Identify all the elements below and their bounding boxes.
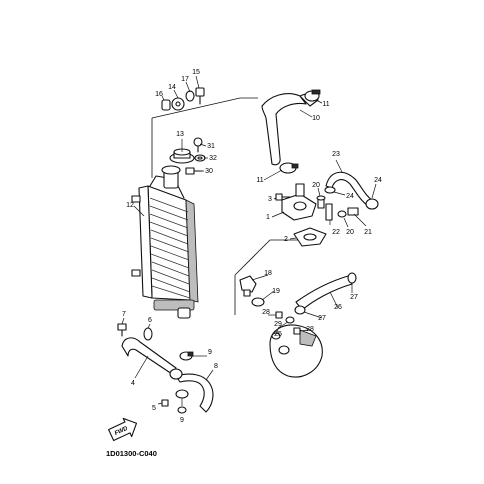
callout-18: 18: [264, 270, 272, 277]
callout-11-lower: 11: [256, 177, 263, 184]
thermostat-housing-1: [281, 183, 317, 221]
leader-lines: [121, 75, 377, 406]
gasket-2: [293, 227, 327, 247]
callout-19: 19: [272, 288, 280, 295]
clamp-lower-left: [169, 368, 183, 380]
callout-26: 26: [334, 304, 342, 311]
hose-4: [121, 337, 177, 375]
diagram-code: 1D01300-C040: [106, 449, 157, 458]
callout-9-upper: 9: [208, 349, 212, 356]
bolt-31: [193, 137, 203, 153]
fitting-20-upper: [316, 195, 326, 209]
clamp-11-upper: [304, 89, 321, 102]
fitting-22: [325, 203, 333, 221]
clamp-27-lower: [294, 305, 306, 315]
clamp-11-lower: [279, 162, 299, 174]
washer-17: [185, 90, 195, 102]
clamp-24-left: [324, 186, 336, 194]
bolt-5: [161, 399, 169, 407]
bolt-15: [195, 87, 205, 105]
callout-16: 16: [155, 91, 163, 98]
callout-28-left: 28: [262, 309, 270, 316]
callout-21: 21: [364, 229, 372, 236]
collar-16: [161, 99, 171, 111]
callout-17: 17: [181, 76, 189, 83]
radiator-filler-neck: [161, 165, 181, 189]
clamp-24-right: [365, 198, 379, 210]
callout-29: 29: [274, 321, 282, 328]
grommet-14: [171, 97, 185, 111]
callout-31: 31: [207, 143, 215, 150]
bracket-frame: [151, 97, 300, 315]
washer-25: [271, 332, 281, 340]
callouts: 1 2 3 4 5 6 7 8 9 9 10 11 11 12 13 14 15…: [122, 69, 382, 424]
callout-11-upper: 11: [322, 101, 329, 108]
bolt-28-upper: [275, 311, 283, 319]
clamp-27-upper: [347, 272, 357, 284]
callout-27-right: 27: [350, 294, 358, 301]
callout-24-mid: 24: [346, 193, 354, 200]
o-ring-19: [251, 297, 265, 307]
callout-2: 2: [284, 236, 288, 243]
bolt-28-lower: [293, 327, 301, 335]
callout-30: 30: [205, 168, 213, 175]
hose-10: [261, 93, 319, 166]
bolt-7: [117, 323, 127, 337]
washer-32: [194, 154, 206, 162]
radiator: [131, 175, 199, 319]
washer-29: [285, 316, 295, 324]
callout-6: 6: [148, 317, 152, 324]
callout-7: 7: [122, 311, 126, 318]
washer-9-lower: [177, 406, 187, 414]
o-ring-6: [143, 327, 153, 341]
callout-22: 22: [332, 229, 340, 236]
fwd-label: FWD: [114, 426, 130, 437]
callout-8: 8: [214, 363, 218, 370]
callout-27-mid: 27: [318, 315, 326, 322]
bolt-21: [347, 207, 359, 216]
bolt-3: [275, 193, 291, 201]
callout-24-right: 24: [374, 177, 382, 184]
callout-20-upper: 20: [312, 182, 320, 189]
callout-10: 10: [312, 115, 320, 122]
callout-28-right: 28: [306, 326, 314, 333]
callout-1: 1: [266, 214, 270, 221]
fitting-18: [239, 275, 257, 297]
fwd-arrow: FWD: [108, 417, 138, 442]
water-pump-cover: [269, 324, 323, 378]
callout-20-lower: 20: [346, 229, 354, 236]
hose-26: [295, 275, 353, 311]
radiator-cap: [169, 148, 195, 164]
clamp-9-lower: [175, 389, 189, 399]
callout-9-lower: 9: [180, 417, 184, 424]
callout-4: 4: [131, 380, 135, 387]
clamp-9-upper: [179, 351, 194, 361]
fitting-20-lower: [337, 210, 347, 218]
callout-12: 12: [126, 202, 134, 209]
callout-15: 15: [192, 69, 200, 76]
callout-14: 14: [168, 84, 176, 91]
callout-5: 5: [152, 405, 156, 412]
radiator-fins: [149, 197, 191, 299]
callout-3: 3: [268, 196, 272, 203]
hose-8: [175, 373, 214, 413]
callout-25: 25: [274, 331, 282, 338]
callout-32: 32: [209, 155, 217, 162]
callout-13: 13: [176, 131, 184, 138]
callout-23: 23: [332, 151, 340, 158]
